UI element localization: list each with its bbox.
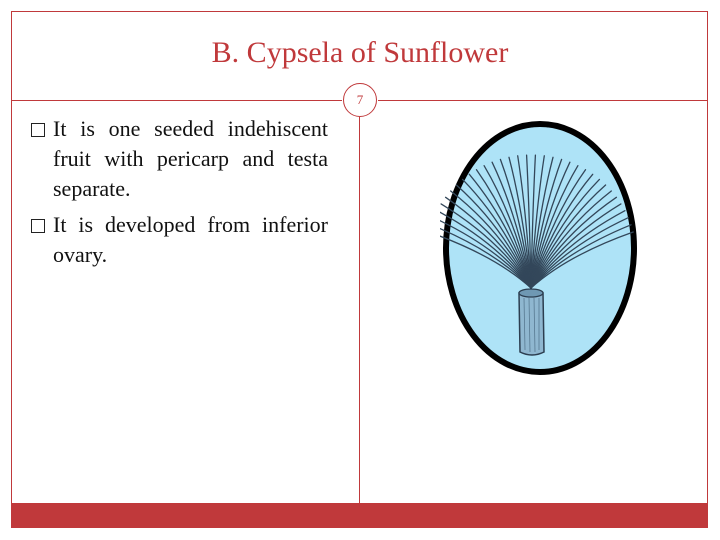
pappus-bristle xyxy=(530,156,554,289)
pappus-bristle xyxy=(499,158,532,289)
pappus-bristle xyxy=(440,211,532,289)
slide-title: B. Cypsela of Sunflower xyxy=(211,36,509,69)
pappus-bristle xyxy=(491,161,532,289)
pappus-bristle xyxy=(530,161,571,289)
pappus-bristle xyxy=(530,169,587,289)
bullet-item: It is developed from inferior ovary. xyxy=(29,210,328,270)
pappus-bristle xyxy=(468,173,532,289)
pappus-bristle xyxy=(530,224,632,289)
pappus-bristle xyxy=(530,231,634,289)
pappus-bristle xyxy=(530,190,612,289)
footer-bar xyxy=(11,503,708,527)
pappus-bristle xyxy=(530,154,537,289)
cypsela-illustration xyxy=(440,121,637,375)
pappus-bristle xyxy=(440,227,532,289)
pappus-bristle xyxy=(530,217,629,289)
pappus-bristle xyxy=(530,173,594,289)
bullet-text: It is one seeded indehiscent fruit with … xyxy=(53,116,328,201)
bullet-text: It is developed from inferior ovary. xyxy=(53,212,328,267)
page-number-badge: 7 xyxy=(343,83,377,117)
pappus-bristle xyxy=(530,196,618,289)
column-divider xyxy=(359,117,360,503)
bullet-list: It is one seeded indehiscent fruit with … xyxy=(29,114,328,276)
pappus-bristle xyxy=(508,156,532,289)
bullet-box-icon xyxy=(31,123,45,137)
pappus-bristle xyxy=(530,158,563,289)
pappus-bristle xyxy=(444,196,532,289)
pappus-bristle xyxy=(517,155,532,289)
title-divider-right xyxy=(378,100,708,101)
pappus-bristle xyxy=(440,219,532,289)
bullet-item: It is one seeded indehiscent fruit with … xyxy=(29,114,328,204)
pappus-bristle xyxy=(530,155,545,289)
bullet-box-icon xyxy=(31,219,45,233)
pappus-bristle xyxy=(530,203,622,289)
page-number: 7 xyxy=(356,92,364,107)
seed-body xyxy=(518,288,545,356)
pappus-bristles xyxy=(440,154,634,289)
title-divider-left xyxy=(11,100,342,101)
pappus-bristle xyxy=(530,165,579,289)
pappus-bristle xyxy=(530,178,601,289)
pappus-bristle xyxy=(525,154,532,289)
slide-frame xyxy=(11,11,708,528)
pappus-bristle xyxy=(483,165,532,289)
pappus-bristle xyxy=(475,169,532,289)
pappus-bristle xyxy=(530,184,607,289)
pappus-bristle xyxy=(440,235,532,289)
pappus-bristle xyxy=(461,178,532,289)
pappus-bristle xyxy=(450,190,532,289)
pappus-bristle xyxy=(530,210,626,289)
pappus-bristle xyxy=(440,203,532,289)
pappus-bristle xyxy=(455,184,532,289)
